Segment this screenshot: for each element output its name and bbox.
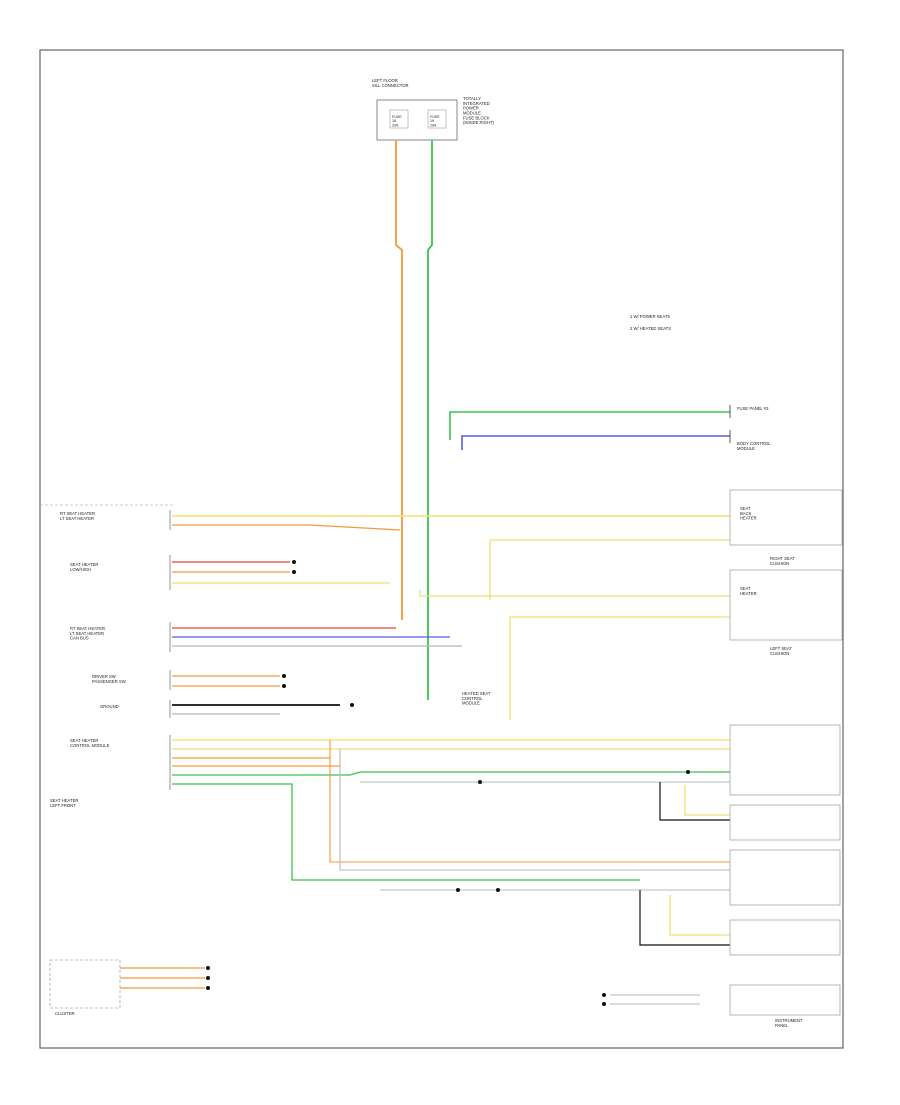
top-right-wires (449, 405, 731, 450)
legend-item-2: 2 W/ HEATED SEATS (630, 326, 671, 331)
legend-item-1: 1 W/ POWER SEATS (630, 314, 670, 319)
lower-wires (172, 739, 730, 946)
left-group-5: GROUND (100, 704, 119, 709)
instrument-panel-connector (610, 994, 700, 1005)
vertical-wires (395, 140, 433, 700)
diagram-frame (39, 49, 844, 1049)
cluster-connector (49, 959, 205, 1009)
fuse-block (376, 99, 458, 141)
cluster-label: CLUSTER (55, 1011, 75, 1016)
left-connector-brackets (40, 504, 175, 790)
right-connector-fuse-panel: FUSE PANEL #3 (737, 406, 769, 411)
right-connectors (729, 489, 843, 1016)
middle-wires (172, 515, 730, 720)
splice-points (206, 560, 690, 1006)
